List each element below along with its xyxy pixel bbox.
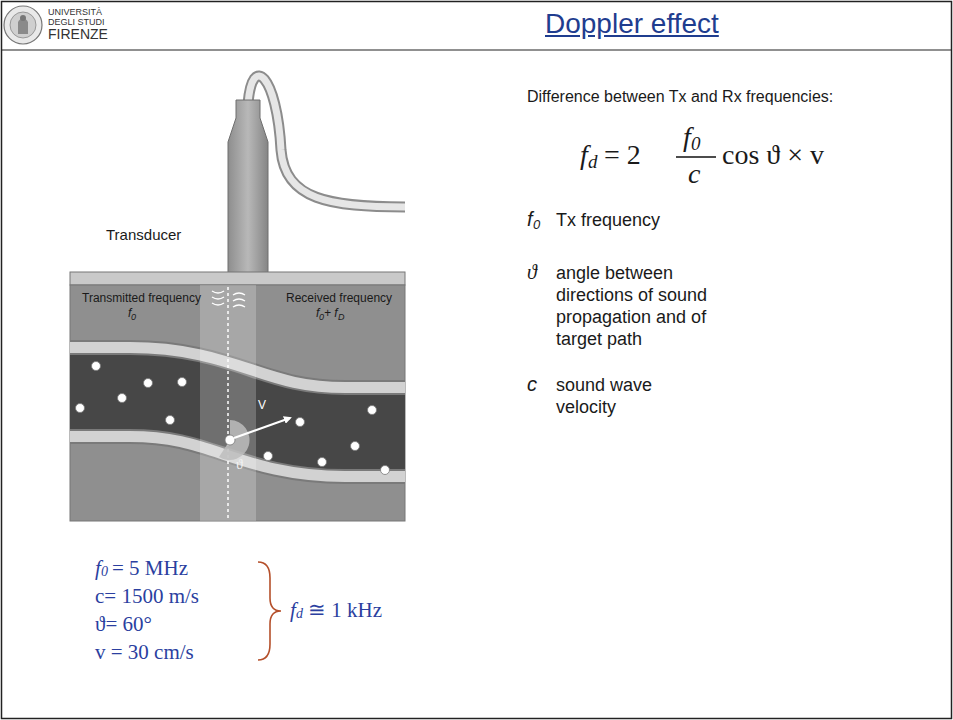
subscript: d — [296, 606, 303, 622]
slide-title: Doppler effect — [545, 8, 719, 40]
symbol: c — [527, 373, 537, 396]
parameter: ϑ= 60° — [95, 612, 152, 636]
formula-term: cos ϑ × v — [722, 139, 824, 171]
cable-core — [248, 76, 405, 207]
parameter: v = 30 cm/s — [95, 640, 194, 664]
parameter: c= 1500 m/s — [95, 584, 199, 608]
symbol: ϑ — [527, 261, 537, 284]
part-label: Received frequency — [286, 292, 392, 306]
curly-brace — [258, 562, 281, 660]
text-line: sound wave velocity — [556, 374, 706, 418]
university-name: DEGLI STUDI — [48, 17, 105, 27]
result: f — [290, 598, 296, 622]
target-particle — [225, 435, 235, 445]
header-rule — [2, 49, 952, 50]
subscript: D — [338, 312, 345, 322]
parameter: = 5 MHz — [112, 556, 188, 580]
result: ≅ 1 kHz — [308, 598, 382, 622]
text-line: Difference between Tx and Rx frequencies… — [527, 88, 833, 106]
velocity-label: V — [258, 399, 266, 413]
angle-symbol: ϑ — [236, 457, 243, 473]
subscript: d — [588, 151, 598, 173]
formula-term: c — [688, 158, 700, 190]
fraction-bar — [676, 156, 716, 157]
parameter: f — [95, 556, 101, 580]
angle-wedge — [219, 420, 250, 460]
symbol: f — [128, 307, 131, 321]
ultrasound-beam — [200, 285, 256, 521]
subscript: 0 — [533, 218, 540, 233]
subscript: 0 — [691, 133, 701, 155]
text-line: Tx frequency — [556, 210, 660, 231]
transducer-probe — [228, 100, 268, 274]
skin-layer — [70, 272, 405, 285]
sound-waves — [212, 291, 245, 307]
formula-term: = 2 — [604, 139, 641, 171]
subscript: 0 — [319, 312, 324, 322]
symbol: + f — [324, 307, 338, 321]
university-name: FIRENZE — [48, 26, 108, 42]
subscript: 0 — [131, 312, 136, 322]
cable — [248, 76, 405, 207]
beam-axis — [227, 287, 229, 521]
symbol: f — [316, 307, 319, 321]
part-label: Transmitted frequency — [82, 292, 201, 306]
text-line: angle between directions of sound propag… — [556, 262, 741, 350]
formula-term: f — [683, 121, 691, 153]
university-seal — [4, 6, 42, 44]
symbol: f — [527, 208, 533, 231]
formula-term: f — [580, 139, 588, 171]
part-label: Transducer — [106, 226, 181, 243]
subscript: 0 — [101, 564, 108, 580]
velocity-arrow — [234, 418, 290, 438]
university-name: UNIVERSITÀ — [48, 7, 102, 17]
